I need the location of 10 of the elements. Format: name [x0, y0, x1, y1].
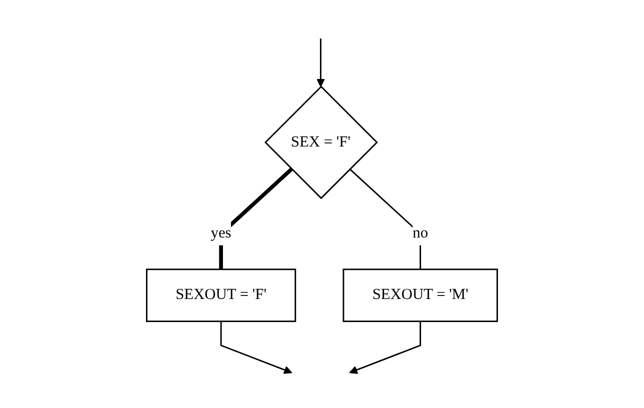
- edge-label: no: [412, 225, 428, 242]
- connector: [349, 168, 422, 270]
- edge-label: yes: [210, 225, 232, 242]
- node-box: SEXOUT = 'F': [146, 268, 296, 322]
- connector: [219, 168, 293, 270]
- arrow: [349, 321, 422, 374]
- node-diamond: SEX = 'F': [264, 86, 378, 200]
- node-box: SEXOUT = 'M': [342, 268, 498, 322]
- arrow: [316, 38, 325, 88]
- arrow: [220, 321, 292, 374]
